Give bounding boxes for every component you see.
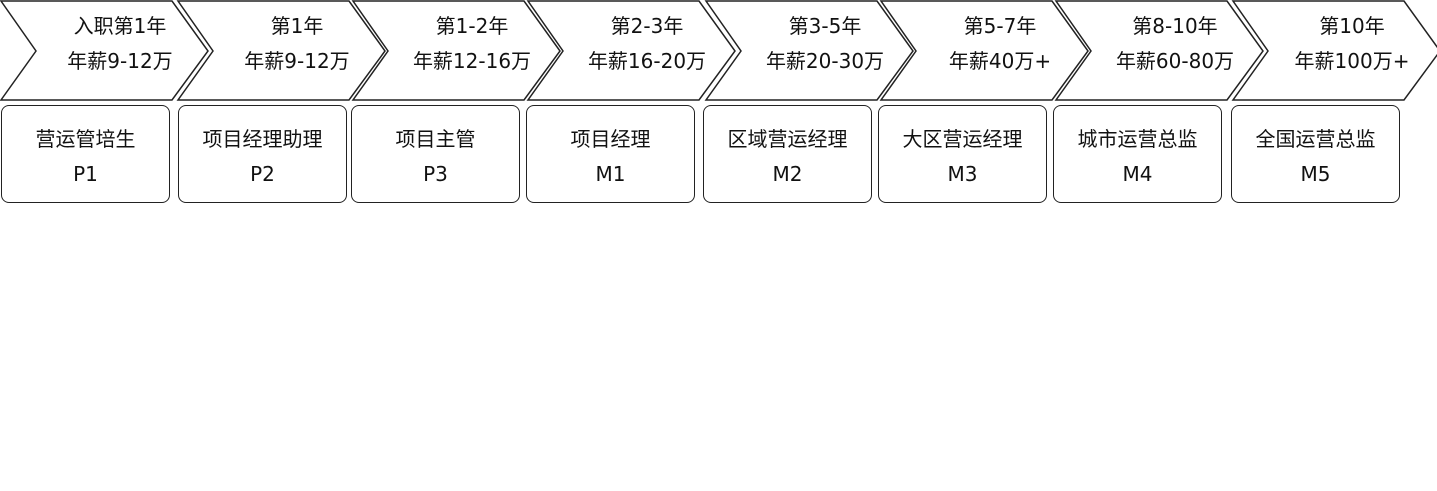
role-level: P1 xyxy=(73,162,98,186)
role-level: P3 xyxy=(423,162,448,186)
stage-salary: 年薪40万+ xyxy=(948,49,1052,73)
stage-chevron xyxy=(176,0,386,101)
stage-chevron xyxy=(704,0,914,101)
role-level: M1 xyxy=(595,162,626,186)
role-title: 项目经理 xyxy=(570,127,651,151)
stage-label: 入职第1年年薪9-12万 xyxy=(36,9,204,79)
stage-chevron xyxy=(1054,0,1264,101)
role-box: 营运管培生 P1 xyxy=(1,105,170,203)
role-box: 区域营运经理 M2 xyxy=(703,105,872,203)
role-box: 项目经理助理 P2 xyxy=(178,105,347,203)
stage-chevron xyxy=(526,0,736,101)
role-title: 城市运营总监 xyxy=(1077,127,1198,151)
stage-label: 第1-2年年薪12-16万 xyxy=(388,9,556,79)
role-box: 城市运营总监 M4 xyxy=(1053,105,1222,203)
stage-label: 第8-10年年薪60-80万 xyxy=(1091,9,1259,79)
stage-salary: 年薪16-20万 xyxy=(587,49,707,73)
stage-period: 第1年 xyxy=(270,14,324,38)
role-box: 全国运营总监 M5 xyxy=(1231,105,1400,203)
stage-salary: 年薪60-80万 xyxy=(1115,49,1235,73)
stage-chevron xyxy=(0,0,209,101)
stage-period: 第5-7年 xyxy=(963,14,1037,38)
stage-label: 第10年年薪100万+ xyxy=(1268,9,1436,79)
stage-label: 第5-7年年薪40万+ xyxy=(916,9,1084,79)
stage-chevron xyxy=(1231,0,1437,101)
stage-chevron xyxy=(879,0,1089,101)
stage-salary: 年薪9-12万 xyxy=(67,49,173,73)
role-title: 区域营运经理 xyxy=(727,127,848,151)
role-title: 营运管培生 xyxy=(35,127,136,151)
stage-label: 第2-3年年薪16-20万 xyxy=(563,9,731,79)
stage-period: 第1-2年 xyxy=(435,14,509,38)
stage-period: 第8-10年 xyxy=(1132,14,1218,38)
role-box: 项目经理 M1 xyxy=(526,105,695,203)
stage-period: 第3-5年 xyxy=(788,14,862,38)
stage-salary: 年薪100万+ xyxy=(1294,49,1410,73)
role-title: 全国运营总监 xyxy=(1255,127,1376,151)
role-box: 大区营运经理 M3 xyxy=(878,105,1047,203)
role-level: M4 xyxy=(1122,162,1153,186)
stage-label: 第3-5年年薪20-30万 xyxy=(741,9,909,79)
role-level: M2 xyxy=(772,162,803,186)
stage-period: 入职第1年 xyxy=(73,14,167,38)
stage-salary: 年薪9-12万 xyxy=(244,49,350,73)
role-level: P2 xyxy=(250,162,275,186)
stage-period: 第2-3年 xyxy=(610,14,684,38)
role-box: 项目主管 P3 xyxy=(351,105,520,203)
role-title: 项目主管 xyxy=(395,127,476,151)
stage-salary: 年薪20-30万 xyxy=(765,49,885,73)
stage-salary: 年薪12-16万 xyxy=(412,49,532,73)
role-title: 项目经理助理 xyxy=(202,127,323,151)
role-title: 大区营运经理 xyxy=(902,127,1023,151)
role-level: M3 xyxy=(947,162,978,186)
role-level: M5 xyxy=(1300,162,1331,186)
stage-period: 第10年 xyxy=(1319,14,1385,38)
stage-chevron xyxy=(351,0,561,101)
stage-label: 第1年年薪9-12万 xyxy=(213,9,381,79)
